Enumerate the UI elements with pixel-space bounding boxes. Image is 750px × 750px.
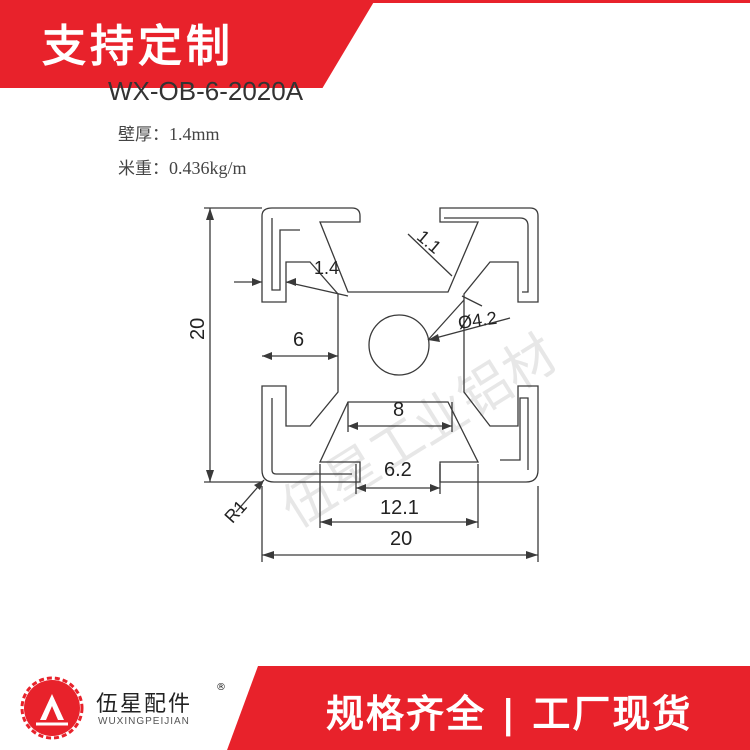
brand-name-en: WUXINGPEIJIAN — [98, 716, 190, 727]
dim-6-2-arrows — [356, 484, 440, 492]
top-accent-line — [0, 0, 750, 3]
inner-slot-top — [444, 217, 529, 293]
watermark: 伍星工业铝材 — [272, 325, 567, 540]
inner-channel-bottom-right — [500, 397, 529, 470]
meter-weight-value: 0.436kg/m — [169, 158, 247, 178]
dim-1-4-leader — [285, 281, 349, 297]
dim-6-label: 6 — [293, 329, 304, 351]
product-model: WX-OB-6-2020A — [108, 78, 304, 104]
dim-r1-arrow — [254, 480, 264, 490]
slogan: 规格齐全 | 工厂现货 — [326, 692, 693, 736]
dim-1-4-arrow-right — [286, 278, 296, 286]
wall-thickness-label: 壁厚： — [118, 125, 169, 145]
dim-1-4-label: 1.4 — [314, 258, 339, 278]
dim-hole-label: Ø4.2 — [457, 308, 498, 333]
meter-weight: 米重：0.436kg/m — [118, 154, 247, 179]
dim-hole-leader-2 — [427, 299, 465, 341]
wall-thickness-value: 1.4mm — [169, 124, 220, 144]
center-hole — [368, 314, 430, 376]
brand-logo-icon — [20, 676, 84, 740]
dim-hole-leader — [427, 317, 511, 341]
dim-12-1-label: 12.1 — [380, 497, 419, 519]
dim-hole-arrow — [428, 334, 440, 342]
meter-weight-label: 米重： — [118, 159, 169, 179]
dim-width-label: 20 — [390, 528, 412, 550]
wall-thickness: 壁厚：1.4mm — [118, 120, 220, 145]
dim-1-1-leader-2 — [461, 295, 483, 307]
inner-slot-bottom — [271, 398, 352, 475]
dim-6-2-label: 6.2 — [384, 459, 412, 481]
dim-1-4-arrow-left — [252, 278, 262, 286]
banner-title: 支持定制 — [42, 21, 234, 72]
dim-1-1-label: 1.1 — [413, 226, 445, 257]
inner-channel-top-left — [271, 218, 300, 291]
brand-registered: ® — [216, 682, 226, 693]
dim-1-1-leader — [407, 233, 453, 277]
dim-8-label: 8 — [393, 399, 404, 421]
dim-height-label: 20 — [187, 318, 209, 340]
top-banner — [0, 0, 375, 88]
brand-name-cn: 伍星配件 — [96, 692, 193, 717]
